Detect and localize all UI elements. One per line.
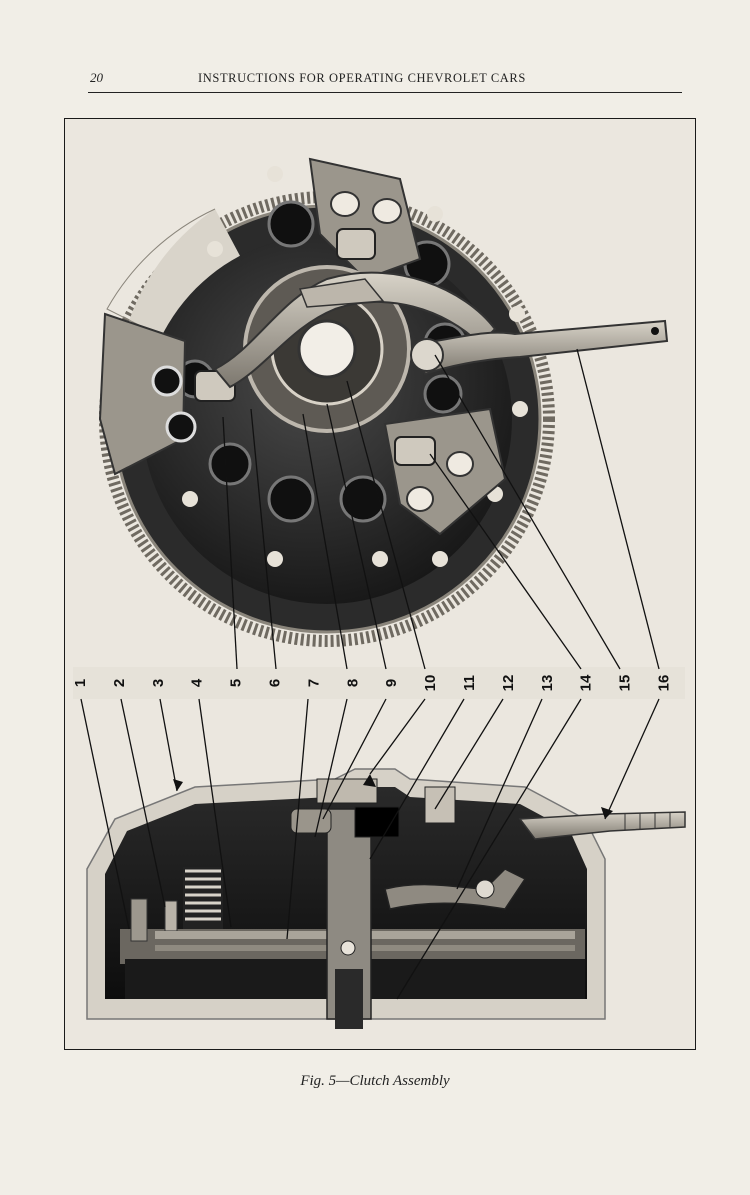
callout-label-15: 15 bbox=[617, 675, 634, 692]
release-lever-bracket-left bbox=[98, 312, 236, 476]
release-yoke bbox=[213, 271, 497, 389]
callout-label-6: 6 bbox=[266, 679, 283, 687]
callout-label-10: 10 bbox=[422, 675, 439, 692]
figure-caption: Fig. 5—Clutch Assembly bbox=[300, 1073, 450, 1089]
top-leader-lines bbox=[222, 348, 660, 670]
leader-arrowheads bbox=[173, 774, 613, 819]
clutch-release-fork bbox=[413, 319, 669, 376]
page-header: 20 INSTRUCTIONS FOR OPERATING CHEVROLET … bbox=[88, 70, 682, 93]
clutch-hub bbox=[297, 319, 357, 379]
callout-label-7: 7 bbox=[305, 679, 322, 687]
callout-label-11: 11 bbox=[461, 675, 478, 691]
release-lever-bracket-top bbox=[308, 157, 422, 281]
bottom-leader-lines bbox=[80, 698, 660, 1000]
callout-label-16: 16 bbox=[655, 675, 672, 692]
callout-label-5: 5 bbox=[228, 679, 245, 687]
page-number: 20 bbox=[90, 70, 103, 85]
callout-label-2: 2 bbox=[111, 679, 128, 687]
callout-label-3: 3 bbox=[150, 679, 167, 687]
release-lever-bracket-bottom bbox=[383, 407, 507, 536]
callout-label-14: 14 bbox=[578, 674, 595, 691]
callout-label-12: 12 bbox=[500, 675, 517, 692]
callout-label-9: 9 bbox=[383, 679, 400, 687]
callout-label-13: 13 bbox=[539, 675, 556, 692]
clutch-cross-section bbox=[86, 768, 686, 1029]
callout-label-1: 1 bbox=[72, 679, 89, 687]
callout-label-4: 4 bbox=[189, 678, 206, 687]
pressure-spring bbox=[183, 867, 223, 929]
running-head: INSTRUCTIONS FOR OPERATING CHEVROLET CAR… bbox=[198, 71, 526, 85]
flywheel-top-view bbox=[98, 157, 669, 647]
callout-row bbox=[73, 667, 685, 699]
callout-label-8: 8 bbox=[344, 679, 361, 687]
